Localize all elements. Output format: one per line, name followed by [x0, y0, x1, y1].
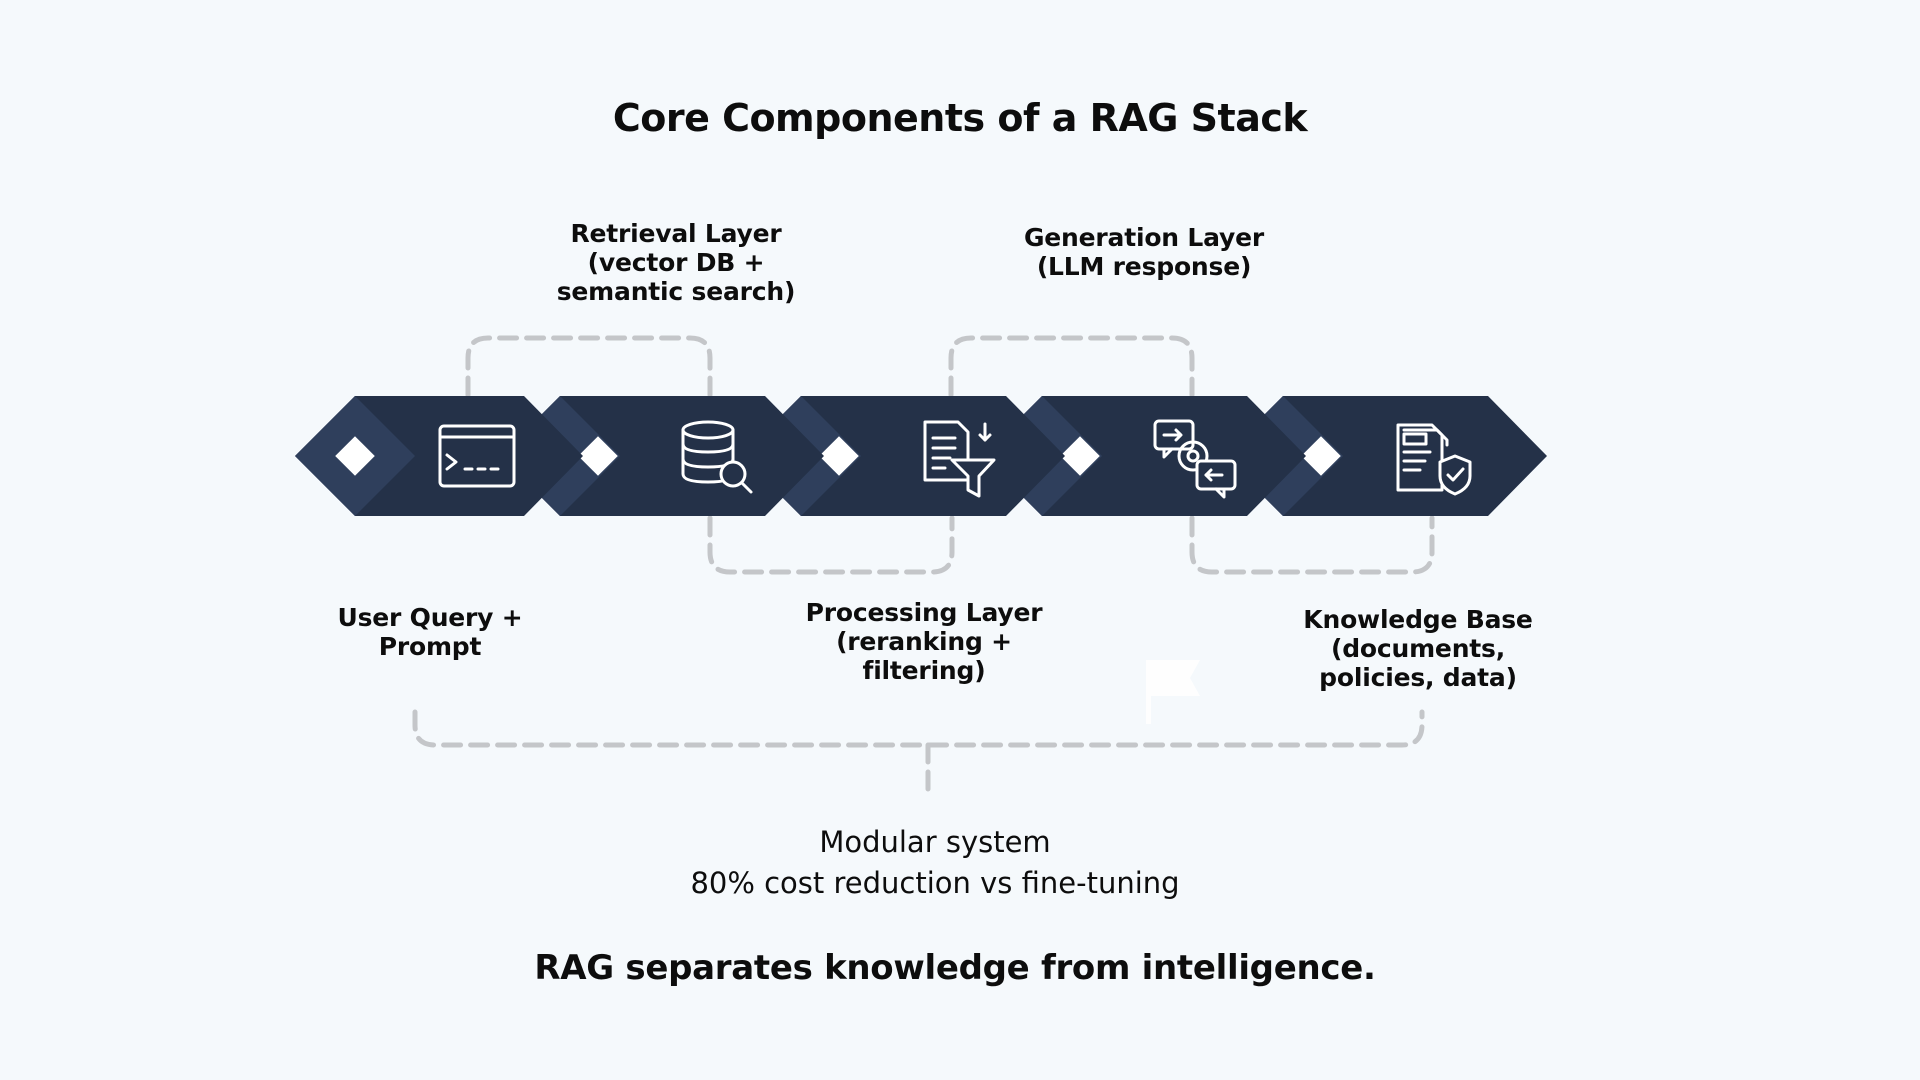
document-shield-icon — [1396, 423, 1472, 496]
processing-layer-label: Processing Layer (reranking + filtering) — [805, 598, 1043, 685]
connector-top-2 — [948, 335, 1195, 398]
page-title: Core Components of a RAG Stack — [612, 96, 1308, 140]
chat-gear-icon — [1153, 419, 1237, 499]
document-filter-icon — [923, 420, 996, 498]
generation-layer-label: Generation Layer (LLM response) — [1023, 223, 1265, 281]
user-query-label: User Query + Prompt — [337, 603, 523, 661]
flag-icon — [1146, 660, 1200, 724]
retrieval-layer-label: Retrieval Layer (vector DB + semantic se… — [556, 219, 796, 306]
bracket-bottom — [412, 709, 1425, 748]
summary-text: Modular system 80% cost reduction vs fin… — [690, 825, 1180, 900]
database-search-icon — [681, 420, 753, 494]
tagline: RAG separates knowledge from intelligenc… — [534, 948, 1376, 988]
knowledge-base-label: Knowledge Base (documents, policies, dat… — [1303, 605, 1533, 692]
connector-bottom-1 — [707, 515, 955, 575]
connectors — [412, 335, 1435, 793]
connector-top-1 — [465, 335, 713, 398]
terminal-window-icon — [438, 424, 516, 488]
connector-bottom-2 — [1189, 515, 1435, 575]
